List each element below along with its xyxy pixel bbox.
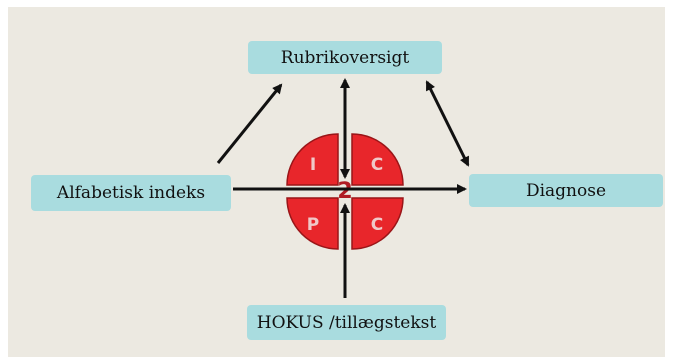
arrow-top-right bbox=[425, 80, 470, 167]
node-diagnose: Diagnose bbox=[469, 174, 663, 207]
node-rubrikoversigt: Rubrikoversigt bbox=[248, 41, 442, 74]
arrow-left-to-top bbox=[216, 83, 283, 164]
node-rubrikoversigt-label: Rubrikoversigt bbox=[280, 47, 410, 68]
icpc2-logo: I C P C 2 bbox=[286, 133, 404, 250]
logo-letter-c1: C bbox=[371, 155, 383, 175]
logo-quadrant-tr bbox=[351, 133, 404, 186]
node-hokus: HOKUS /tillægstekst bbox=[247, 305, 446, 340]
logo-quadrant-br bbox=[351, 197, 404, 250]
logo-letter-p: P bbox=[307, 215, 319, 235]
logo-letter-i: I bbox=[310, 155, 316, 175]
logo-quadrant-tl bbox=[286, 133, 339, 186]
node-alfabetisk-indeks: Alfabetisk indeks bbox=[31, 175, 231, 211]
node-diagnose-label: Diagnose bbox=[525, 180, 607, 201]
logo-number: 2 bbox=[337, 179, 352, 204]
logo-letter-c2: C bbox=[371, 215, 383, 235]
node-hokus-label: HOKUS /tillægstekst bbox=[256, 312, 437, 333]
node-alfabetisk-indeks-label: Alfabetisk indeks bbox=[56, 183, 206, 203]
logo-quadrant-bl bbox=[286, 197, 339, 250]
